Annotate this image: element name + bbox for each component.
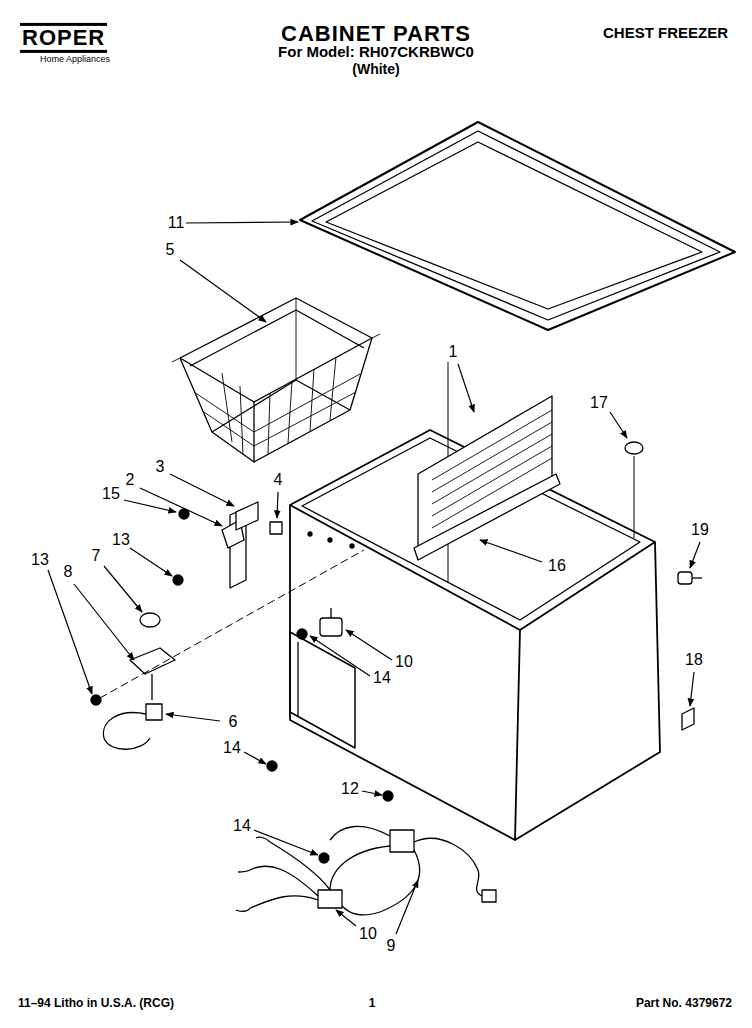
- color-note: (White): [352, 62, 399, 77]
- callout-number: 13: [31, 551, 49, 569]
- brand-subtitle: Home Appliances: [40, 55, 110, 65]
- callout-number: 15: [102, 485, 120, 503]
- brand-logo: ROPER: [20, 23, 107, 53]
- callout-number: 7: [92, 547, 101, 565]
- callout-number: 10: [359, 925, 377, 943]
- callout-number: 4: [274, 471, 283, 489]
- callout-number: 10: [395, 653, 413, 671]
- callout-number: 13: [112, 531, 130, 549]
- callout-number: 18: [685, 651, 703, 669]
- callout-number: 8: [64, 563, 73, 581]
- part-number: Part No. 4379672: [636, 997, 732, 1010]
- callout-number: 2: [126, 471, 135, 489]
- callout-number: 5: [166, 241, 175, 259]
- callout-number: 12: [341, 780, 359, 798]
- print-note: 11–94 Litho in U.S.A. (RCG): [18, 997, 174, 1010]
- callout-number: 16: [548, 557, 566, 575]
- callout-number: 9: [387, 937, 396, 955]
- callout-number: 19: [691, 521, 709, 539]
- callout-number: 1: [449, 343, 458, 361]
- page-number: 1: [369, 997, 376, 1010]
- callout-number: 14: [373, 669, 391, 687]
- callout-number: 11: [168, 214, 185, 232]
- callout-number: 17: [590, 394, 608, 412]
- callout-number: 14: [233, 817, 251, 835]
- product-type: CHEST FREEZER: [603, 25, 728, 42]
- callout-number: 3: [156, 458, 165, 476]
- callout-number: 6: [229, 713, 238, 731]
- model-number: For Model: RH07CKRBWC0: [278, 44, 474, 61]
- callout-number: 14: [223, 739, 241, 757]
